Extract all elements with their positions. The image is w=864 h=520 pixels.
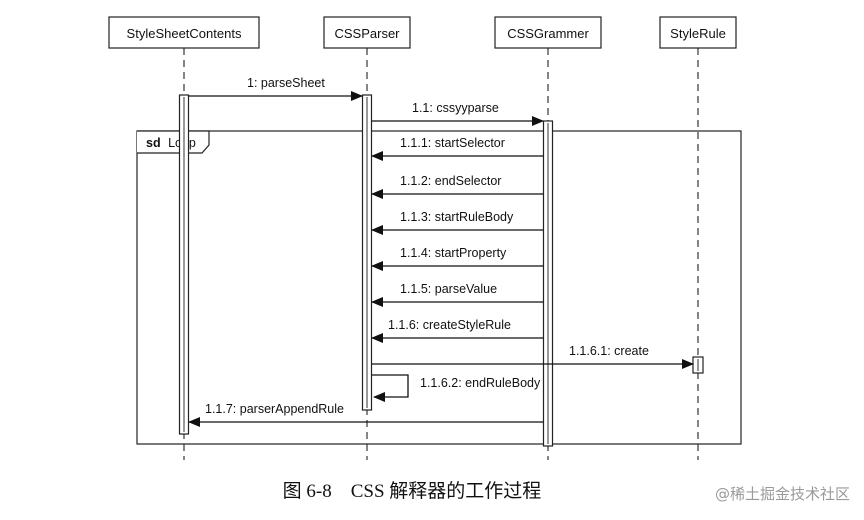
lifeline-name: CSSParser — [334, 26, 400, 41]
message-7: 1.1.5: parseValue — [371, 282, 543, 307]
message-11: 1.1.7: parserAppendRule — [188, 402, 543, 427]
loop-frame — [136, 130, 742, 445]
messages: 1: parseSheet 1.1: cssyyparse 1.1.1: start… — [188, 76, 694, 427]
fragment-operator: sd — [146, 136, 161, 150]
message-label: 1.1.7: parserAppendRule — [205, 402, 344, 416]
message-label: 1.1.6: createStyleRule — [388, 318, 511, 332]
message-4: 1.1.2: endSelector — [371, 174, 543, 199]
figure-caption: 图 6-8 CSS 解释器的工作过程 — [283, 480, 542, 502]
message-label: 1.1.2: endSelector — [400, 174, 501, 188]
lifeline-head-box — [108, 16, 260, 49]
lifeline-name: StyleSheetContents — [127, 26, 242, 41]
message-label: 1.1.4: startProperty — [400, 246, 507, 260]
message-1: 1: parseSheet — [189, 76, 363, 101]
message-2: 1.1: cssyyparse — [372, 101, 544, 126]
activation-bars — [178, 94, 704, 447]
message-3: 1.1.1: startSelector — [371, 136, 543, 161]
message-label: 1.1.6.2: endRuleBody — [420, 376, 541, 390]
lifelines: StyleSheetContents CSSParser CSSGrammer Sty… — [108, 16, 737, 460]
lifeline-stylerule: StyleRule — [659, 16, 737, 460]
message-10: 1.1.6.2: endRuleBody — [372, 374, 541, 402]
message-arrow — [372, 374, 409, 402]
message-label: 1.1.5: parseValue — [400, 282, 497, 296]
message-5: 1.1.3: startRuleBody — [371, 210, 543, 235]
lifeline-head-box — [323, 16, 411, 49]
message-label: 1.1.1: startSelector — [400, 136, 505, 150]
lifeline-head-box — [494, 16, 602, 49]
message-label: 1: parseSheet — [247, 76, 325, 90]
lifeline-name: StyleRule — [670, 26, 726, 41]
watermark: @稀土掘金技术社区 — [715, 485, 850, 503]
message-label: 1.1: cssyyparse — [412, 101, 499, 115]
message-8: 1.1.6: createStyleRule — [371, 318, 543, 343]
message-9: 1.1.6.1: create — [372, 344, 694, 369]
message-label: 1.1.6.1: create — [569, 344, 649, 358]
lifeline-name: CSSGrammer — [507, 26, 589, 41]
message-6: 1.1.4: startProperty — [371, 246, 543, 271]
message-label: 1.1.3: startRuleBody — [400, 210, 514, 224]
